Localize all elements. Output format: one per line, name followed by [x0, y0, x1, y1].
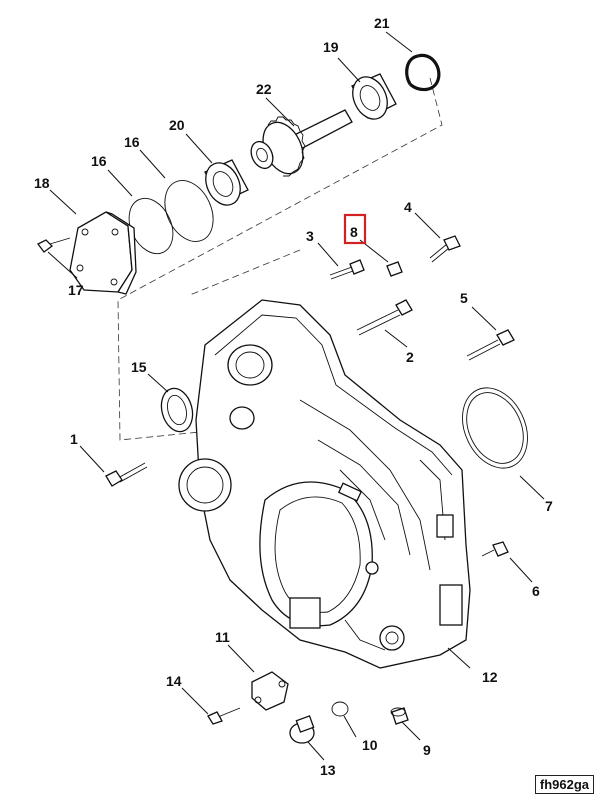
front-housing [178, 299, 471, 669]
callout-11: 11 [215, 629, 230, 645]
callout-4: 4 [404, 199, 412, 215]
bolt-2 [356, 299, 413, 336]
o-ring-large [164, 180, 214, 242]
stud-8 [386, 261, 403, 277]
callout-12: 12 [482, 669, 498, 685]
screw-cover [37, 237, 71, 253]
callout-13: 13 [320, 762, 336, 778]
alignment-lines [117, 77, 443, 441]
snap-ring [405, 53, 441, 92]
callout-15: 15 [131, 359, 147, 375]
bolt-14 [207, 707, 241, 725]
seal-small [160, 387, 194, 433]
bolt-4 [429, 235, 461, 263]
callout-labels: 21 19 22 20 16 16 18 17 8 3 4 2 5 15 1 7… [34, 15, 553, 778]
callout-8-highlight [343, 213, 367, 245]
callout-8: 8 [350, 224, 358, 240]
bolt-3 [329, 259, 365, 280]
o-ring-plug [331, 701, 349, 717]
callout-22: 22 [256, 81, 272, 97]
cover-plate [69, 211, 137, 295]
seal-large [462, 387, 528, 469]
bearing-upper [351, 73, 397, 120]
callout-19: 19 [323, 39, 339, 55]
callout-21: 21 [374, 15, 390, 31]
callout-17: 17 [68, 282, 84, 298]
cap-cover [251, 671, 289, 711]
figure-reference-code: fh962ga [534, 775, 594, 794]
bolt-6 [481, 541, 509, 557]
callout-10: 10 [362, 737, 378, 753]
callout-2: 2 [406, 349, 414, 365]
callout-6: 6 [532, 583, 540, 599]
bearing-lower [204, 159, 249, 206]
callout-3: 3 [306, 228, 314, 244]
bolt-5 [466, 329, 515, 361]
fitting [390, 707, 409, 725]
callout-9: 9 [423, 742, 431, 758]
callout-16b: 16 [91, 153, 107, 169]
plug [289, 715, 315, 744]
callout-5: 5 [460, 290, 468, 306]
callout-1: 1 [70, 431, 78, 447]
callout-14: 14 [166, 673, 182, 689]
callout-18: 18 [34, 175, 50, 191]
callout-16a: 16 [124, 134, 140, 150]
callout-20: 20 [169, 117, 185, 133]
gear-shaft [250, 109, 353, 177]
leader-lines [47, 31, 545, 761]
bolt-1 [105, 462, 148, 487]
callout-7: 7 [545, 498, 553, 514]
